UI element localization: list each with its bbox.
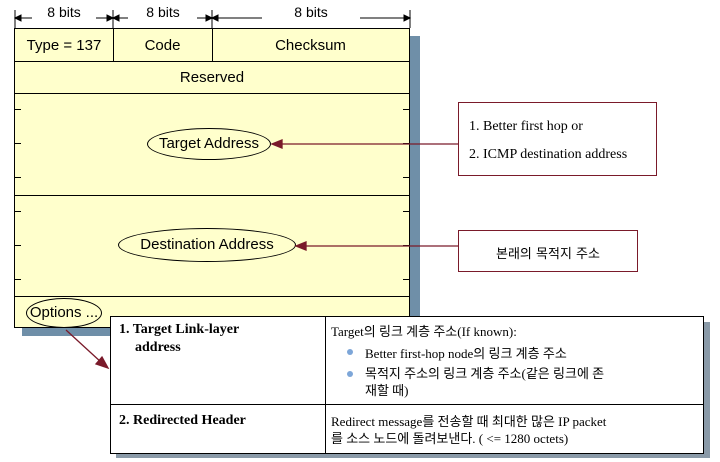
row-divider-4 (15, 296, 409, 297)
redirect-packet: Type = 137 Code Checksum Reserved (14, 28, 410, 328)
divider-code-checksum (212, 29, 213, 61)
bit-width-arrows (13, 10, 412, 28)
option-1-bullet-2-line-1: 목적지 주소의 링크 계층 주소(같은 링크에 존 (365, 366, 605, 381)
bullet-icon (347, 349, 353, 355)
tick (15, 177, 21, 178)
divider-type-code (113, 29, 114, 61)
bits-label-1: 8 bits (47, 4, 81, 20)
callout-line-2: 2. ICMP destination address (469, 147, 628, 162)
option-2-desc-line-1: Redirect message를 전송할 때 최대한 많은 IP packet (331, 414, 607, 429)
table-row-divider (111, 404, 703, 405)
destination-address-callout: 본래의 목적지 주소 (458, 230, 638, 272)
checksum-field: Checksum (275, 37, 346, 54)
bits-label-2: 8 bits (146, 4, 180, 20)
option-1-name-line-1: 1. Target Link-layer (119, 322, 240, 337)
option-2-desc-line-2: 를 소스 노드에 돌려보낸다. ( <= 1280 octets) (331, 431, 569, 446)
tick (15, 143, 21, 144)
option-1-name: 1. Target Link-layer address (119, 321, 239, 357)
tick (15, 211, 21, 212)
option-2-desc: Redirect message를 전송할 때 최대한 많은 IP packet… (331, 413, 606, 447)
option-1-name-line-2: address (135, 340, 181, 355)
bullet-icon (347, 371, 353, 377)
row-divider-1 (15, 61, 409, 62)
tick (15, 279, 21, 280)
callout-line-1: 1. Better first hop or (469, 119, 583, 134)
tick (15, 109, 21, 110)
tick (403, 211, 409, 212)
options-field: Options ... (26, 298, 102, 328)
destination-address-field: Destination Address (118, 228, 296, 262)
row-divider-3 (15, 195, 409, 196)
options-table: 1. Target Link-layer address Target의 링크 … (110, 316, 704, 454)
code-field: Code (144, 37, 181, 54)
type-field: Type = 137 (26, 37, 102, 54)
option-1-bullet-1: Better first-hop node의 링크 계층 주소 (365, 346, 567, 361)
option-1-bullet-2-line-2: 재할 때) (365, 383, 409, 398)
callout-text: 본래의 목적지 주소 (496, 247, 600, 262)
tick (15, 245, 21, 246)
tick (403, 109, 409, 110)
tick (403, 279, 409, 280)
tick (403, 177, 409, 178)
table-column-divider (325, 317, 326, 453)
option-2-name: 2. Redirected Header (119, 413, 246, 428)
option-1-desc: Target의 링크 계층 주소(If known): (331, 324, 517, 339)
bits-label-3: 8 bits (294, 4, 328, 20)
reserved-field: Reserved (179, 69, 245, 86)
option-1-bullet-2: 목적지 주소의 링크 계층 주소(같은 링크에 존 재할 때) (365, 365, 604, 399)
row-divider-2 (15, 93, 409, 94)
target-address-callout: 1. Better first hop or 2. ICMP destinati… (458, 102, 657, 176)
